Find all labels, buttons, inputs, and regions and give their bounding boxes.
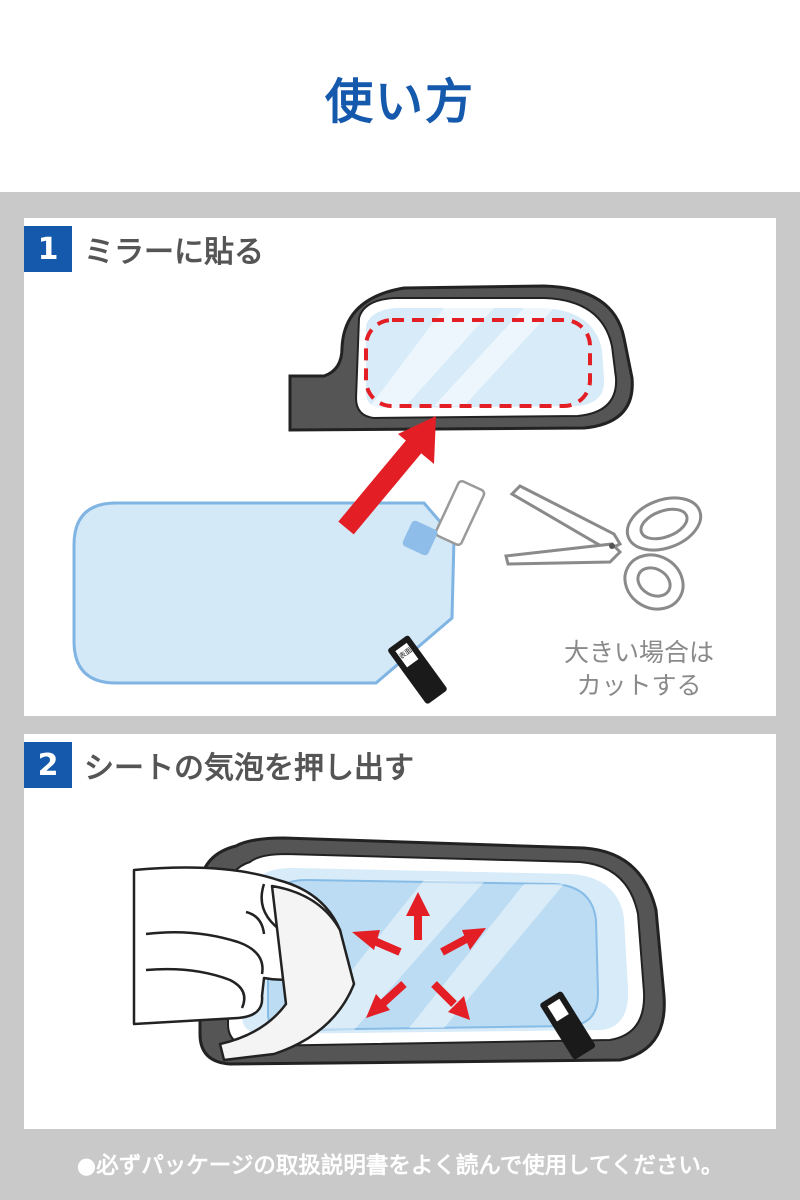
step-1-panel: 1 ミラーに貼る 表面 [24,218,776,716]
step-2-header: 2 シートの気泡を押し出す [24,742,414,788]
scissors-icon [504,484,703,611]
cut-note-line-2: カットする [576,671,702,700]
cut-note-line-1: 大きい場合は [563,638,714,667]
step-2-label: シートの気泡を押し出す [84,751,414,786]
step-1-number-badge: 1 [24,226,72,272]
sticker-icon: 表面 [388,635,447,704]
step-1-illustration: 表面 [72,284,703,704]
step-1-label: ミラーに貼る [84,235,264,270]
footnote: ●必ずパッケージの取扱説明書をよく読んで使用してください。 [76,1153,724,1179]
step-2-illustration [132,836,666,1066]
hand-icon [132,866,356,1062]
page-title: 使い方 [324,74,475,130]
cut-note: 大きい場合は カットする [524,636,754,702]
film-sheet-icon: 表面 [72,479,486,704]
step-2-number-badge: 2 [24,742,72,788]
mirror-icon [288,284,634,432]
red-arrow-icon [338,416,436,535]
step-1-header: 1 ミラーに貼る [24,226,264,272]
red-arrow-icon [352,892,486,1020]
step-2-panel: 2 シートの気泡を押し出す [24,734,776,1129]
sticker-icon [540,991,596,1060]
